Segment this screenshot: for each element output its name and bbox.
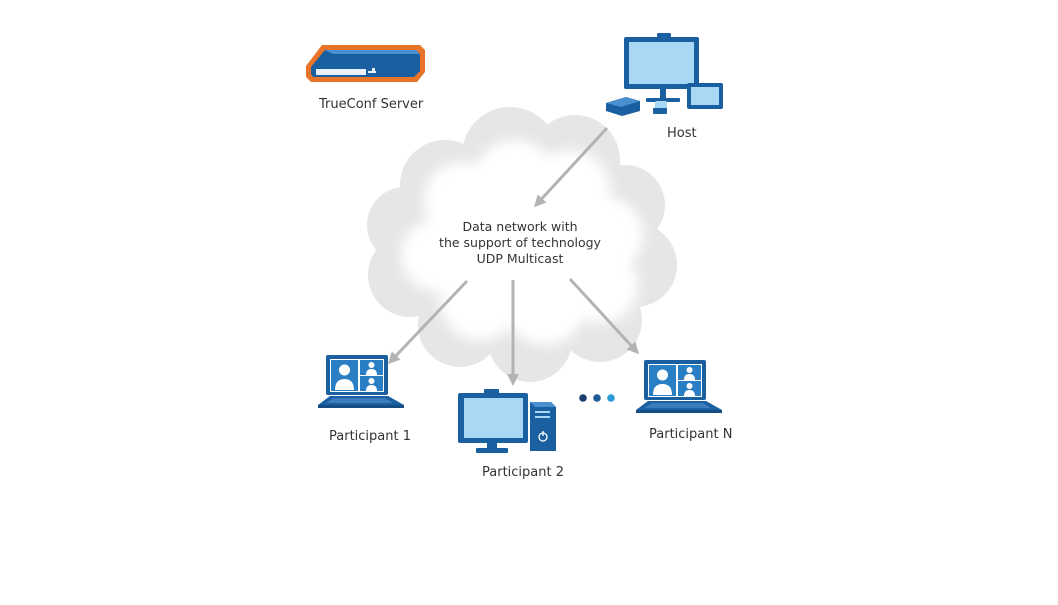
network-description-line-2: the support of technology: [439, 235, 601, 250]
network-description-line-3: UDP Multicast: [476, 251, 564, 266]
participant-1-label: Participant 1: [329, 429, 411, 444]
network-description-line-1: Data network with: [462, 219, 578, 234]
workstation-icon: [606, 33, 723, 116]
arrow-to-participant-n: [568, 277, 640, 355]
cloud-icon: [367, 107, 677, 382]
desktop-pc-icon: [458, 389, 556, 453]
laptop-icon: [636, 360, 722, 413]
laptop-icon: [318, 355, 404, 408]
arrow-to-participant-1: [387, 279, 469, 365]
more-participants-dots: [579, 394, 615, 402]
network-description: Data network with the support of technol…: [420, 219, 620, 267]
server-label: TrueConf Server: [319, 97, 424, 112]
connection-arrows: [387, 126, 640, 386]
participant-n-label: Participant N: [649, 427, 733, 442]
host-label: Host: [667, 126, 697, 141]
arrow-host-to-network: [533, 126, 609, 208]
server-icon: [306, 45, 425, 82]
participant-2-label: Participant 2: [482, 465, 564, 480]
